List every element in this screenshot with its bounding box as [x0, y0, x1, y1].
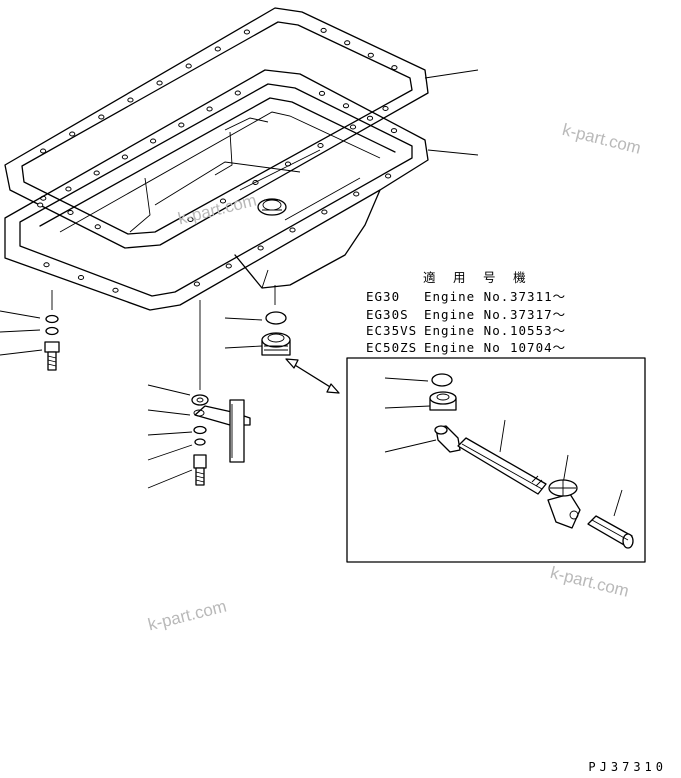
applicability-model: EC50ZS [366, 340, 418, 355]
bolt-hole [382, 106, 389, 111]
bolt-hole [178, 122, 185, 128]
bolt-hole [67, 210, 74, 215]
bolt-hole [391, 65, 398, 71]
applicability-model: EG30S [366, 307, 409, 322]
bolt-hole [318, 90, 326, 96]
bolt-hole [257, 245, 264, 251]
bolt-hole [193, 281, 200, 287]
drain-plug [224, 285, 291, 356]
reference-arrow [285, 358, 340, 394]
bolt-hole [187, 217, 194, 222]
top-gasket-bolt-holes [40, 27, 398, 230]
bolt-hole [349, 124, 357, 130]
applicability-engine-label: Engine No. [424, 323, 510, 338]
bolt-hole [367, 52, 374, 58]
applicability-title: 適 用 号 機 [423, 270, 531, 285]
applicability-model: EC35VS [366, 323, 418, 338]
bolt-hole [214, 46, 221, 52]
top-gasket [4, 7, 429, 249]
bolt-hole [127, 97, 134, 103]
bolt-hole [121, 154, 128, 160]
bolt-hole [93, 170, 100, 176]
bolt-hole [77, 275, 85, 280]
applicability-serial: 37317～ [510, 307, 567, 322]
bolt-hole [43, 262, 50, 268]
bolt-hole [225, 263, 232, 269]
left-fastener-stack [0, 290, 60, 371]
applicability-serial: 37311～ [510, 289, 567, 304]
applicability-engine-label: Engine No. [424, 289, 510, 304]
applicability-model: EG30 [366, 289, 401, 304]
drawing-code: PJ37310 [588, 760, 667, 774]
bolt-hole [234, 90, 241, 96]
dipstick-guide-clamp [147, 300, 251, 489]
bolt-hole [94, 224, 101, 230]
bolt-hole [344, 40, 351, 46]
bolt-hole [37, 202, 44, 208]
bolt-hole [206, 106, 213, 112]
bolt-hole [65, 186, 72, 192]
bolt-hole [390, 128, 398, 134]
bolt-hole [321, 209, 328, 215]
bolt-hole [317, 143, 324, 148]
applicability-engine-label: Engine No [424, 340, 501, 355]
bolt-hole [40, 148, 47, 154]
bolt-hole [289, 227, 296, 233]
bolt-hole [185, 63, 192, 69]
bolt-hole [342, 103, 350, 109]
bolt-hole [156, 80, 163, 86]
bolt-hole [150, 138, 157, 144]
bolt-hole [243, 29, 250, 35]
bolt-hole [98, 114, 105, 120]
applicability-engine-label: Engine No. [424, 307, 510, 322]
detail-box [346, 357, 646, 563]
bolt-hole [366, 115, 374, 121]
bolt-hole [219, 198, 227, 204]
applicability-serial: 10704～ [510, 340, 567, 355]
bolt-hole [353, 191, 360, 197]
oil-pan-bolt-holes [37, 90, 398, 293]
applicability-serial: 10553～ [510, 323, 567, 338]
bolt-hole [385, 173, 392, 179]
bolt-hole [320, 27, 327, 33]
bolt-hole [69, 131, 76, 137]
oil-pan [4, 69, 429, 311]
bolt-hole [112, 287, 119, 293]
